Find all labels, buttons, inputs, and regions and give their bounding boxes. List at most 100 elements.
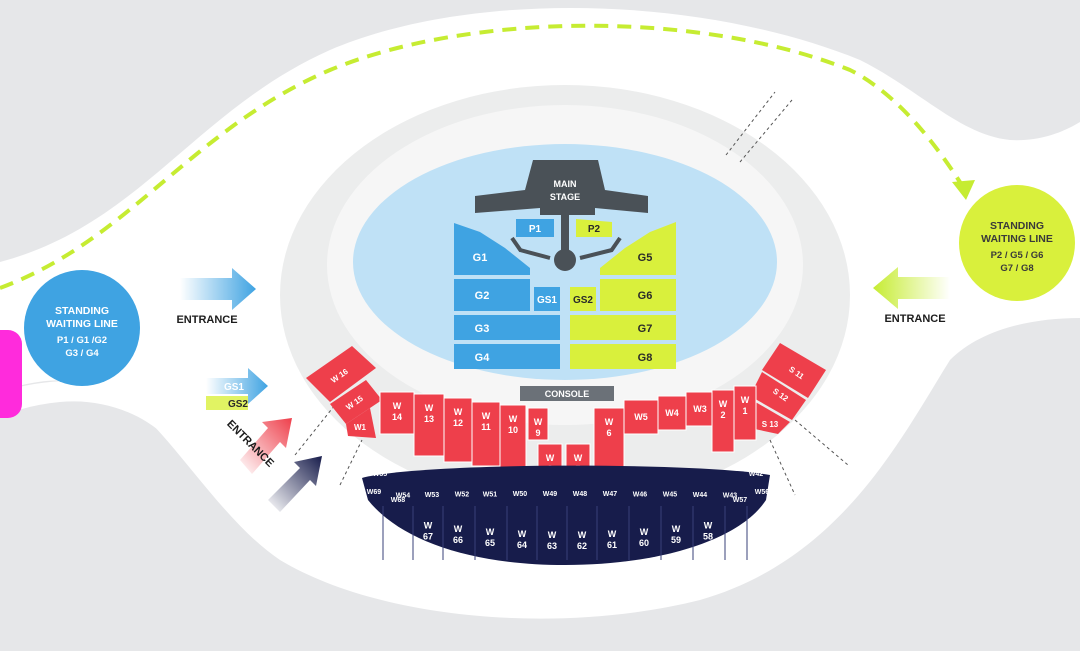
- gate-line: [339, 439, 363, 486]
- gate-line: [739, 99, 793, 163]
- section-w3[interactable]: W3: [685, 391, 715, 427]
- svg-text:58: 58: [703, 531, 713, 541]
- section-w56[interactable]: W56: [746, 489, 769, 560]
- gs2-badge: GS2: [228, 399, 248, 410]
- svg-text:P1 / G1 /G2: P1 / G1 /G2: [57, 335, 107, 346]
- section-w62[interactable]: W62: [566, 506, 587, 560]
- svg-text:64: 64: [517, 540, 527, 550]
- section-w6[interactable]: W6: [593, 407, 625, 473]
- svg-text:P2: P2: [588, 224, 601, 235]
- pit-p2[interactable]: P2: [576, 219, 612, 237]
- entrance-label-left: ENTRANCE: [176, 314, 237, 326]
- section-w12[interactable]: W12: [443, 397, 473, 463]
- section-w43[interactable]: W43: [723, 493, 738, 500]
- section-w42[interactable]: W42: [749, 471, 764, 478]
- svg-text:W: W: [704, 520, 713, 530]
- section-w54[interactable]: W54: [396, 493, 411, 500]
- svg-text:GS2: GS2: [573, 295, 593, 306]
- section-w5[interactable]: W5: [623, 399, 659, 435]
- section-w57[interactable]: W57: [724, 497, 747, 560]
- section-s13[interactable]: S 13: [750, 400, 790, 434]
- section-w10[interactable]: W10: [499, 404, 527, 470]
- svg-text:P2 / G5 / G6: P2 / G5 / G6: [991, 250, 1044, 261]
- section-w2[interactable]: W2: [711, 389, 735, 453]
- section-w68[interactable]: W68: [382, 497, 405, 560]
- gate-line: [725, 91, 776, 156]
- section-w1[interactable]: W1: [733, 385, 757, 441]
- section-w47[interactable]: W47: [603, 491, 618, 498]
- queue-path-arrowhead: [952, 180, 975, 200]
- section-w15[interactable]: W 15: [330, 380, 382, 424]
- section-w67[interactable]: W67: [412, 506, 433, 560]
- svg-text:13: 13: [424, 414, 434, 424]
- section-w46[interactable]: W46: [633, 491, 648, 498]
- zone-gs2[interactable]: GS2: [570, 287, 596, 311]
- section-w45[interactable]: W45: [663, 492, 678, 499]
- zone-g5[interactable]: G5: [600, 222, 676, 275]
- section-s12[interactable]: S 12: [750, 372, 806, 420]
- svg-text:G4: G4: [475, 352, 491, 364]
- svg-text:60: 60: [639, 538, 649, 548]
- svg-text:GS1: GS1: [537, 295, 557, 306]
- svg-text:W: W: [534, 417, 543, 427]
- section-w53[interactable]: W53: [425, 492, 440, 499]
- section-w65[interactable]: W65: [474, 506, 495, 560]
- zone-g6[interactable]: G6: [600, 279, 676, 311]
- section-w48[interactable]: W48: [573, 491, 588, 498]
- section-w11[interactable]: W11: [471, 401, 501, 467]
- section-w9[interactable]: W9: [527, 407, 549, 441]
- zone-g3[interactable]: G3: [454, 315, 560, 340]
- svg-text:CONSOLE: CONSOLE: [545, 389, 590, 399]
- waiting-line-left: STANDING WAITING LINE P1 / G1 /G2 G3 / G…: [24, 270, 140, 386]
- section-w14[interactable]: W14: [379, 391, 415, 435]
- section-w1-left[interactable]: W1: [346, 408, 376, 438]
- entrance-arrow-left: [180, 268, 256, 310]
- svg-text:WAITING LINE: WAITING LINE: [46, 318, 118, 330]
- section-w55[interactable]: W55: [373, 471, 388, 478]
- svg-text:11: 11: [481, 422, 491, 432]
- svg-text:S 13: S 13: [762, 420, 779, 429]
- svg-text:65: 65: [485, 538, 495, 548]
- stage-label-line1: MAIN: [554, 179, 577, 189]
- svg-text:W3: W3: [693, 404, 707, 414]
- svg-text:9: 9: [535, 428, 540, 438]
- section-w13[interactable]: W13: [413, 393, 445, 457]
- svg-text:W: W: [486, 527, 495, 537]
- section-w59[interactable]: W59: [660, 506, 681, 560]
- section-w64[interactable]: W64: [506, 506, 527, 560]
- section-w63[interactable]: W63: [536, 506, 557, 560]
- section-w60[interactable]: W60: [628, 506, 649, 560]
- svg-text:G2: G2: [475, 290, 490, 302]
- zone-g7[interactable]: G7: [570, 315, 676, 340]
- section-w51[interactable]: W51: [483, 491, 498, 498]
- section-s11[interactable]: S 11: [762, 343, 826, 398]
- section-w49[interactable]: W49: [543, 491, 558, 498]
- zone-g2[interactable]: G2: [454, 279, 530, 311]
- svg-text:W: W: [672, 524, 681, 534]
- section-w58[interactable]: W58: [692, 506, 713, 560]
- section-w52[interactable]: W52: [455, 492, 470, 499]
- section-w69[interactable]: W69: [367, 489, 382, 496]
- section-w61[interactable]: W61: [596, 506, 617, 560]
- gs1-badge: GS1: [224, 382, 244, 393]
- svg-text:G8: G8: [638, 352, 653, 364]
- svg-text:12: 12: [453, 418, 463, 428]
- section-w66[interactable]: W66: [442, 506, 463, 560]
- zone-g4[interactable]: G4: [454, 344, 560, 369]
- pit-p1[interactable]: P1: [516, 219, 554, 237]
- svg-text:W: W: [640, 527, 649, 537]
- zone-gs1[interactable]: GS1: [534, 287, 560, 311]
- svg-text:G3 / G4: G3 / G4: [65, 348, 99, 359]
- section-w16[interactable]: W 16: [306, 346, 376, 402]
- section-w44[interactable]: W44: [693, 492, 708, 499]
- svg-text:W: W: [578, 530, 587, 540]
- entrance-arrow-red: [240, 418, 292, 474]
- svg-text:G7 / G8: G7 / G8: [1000, 263, 1033, 274]
- svg-text:W: W: [454, 524, 463, 534]
- svg-text:10: 10: [508, 425, 518, 435]
- section-w50[interactable]: W50: [513, 491, 528, 498]
- section-w4[interactable]: W4: [657, 395, 687, 431]
- zone-g8[interactable]: G8: [570, 344, 676, 369]
- zone-g1[interactable]: G1: [454, 223, 530, 275]
